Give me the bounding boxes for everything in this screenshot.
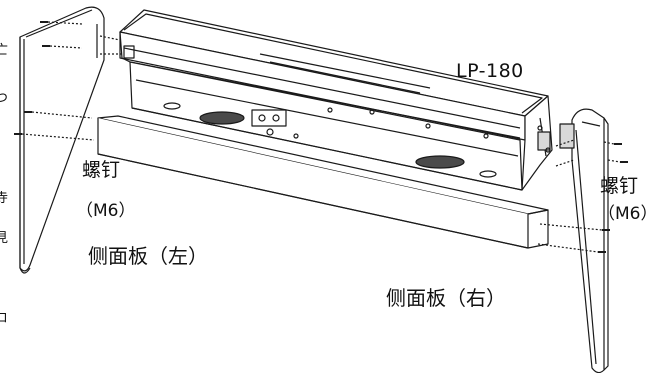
edge-text-fragment: 寺 [0, 191, 9, 206]
screw-icon [40, 21, 83, 25]
left-speaker-grille [199, 111, 245, 125]
edge-text-fragment: 亡 [0, 43, 9, 58]
left-screws [14, 21, 122, 141]
screw-icon [24, 111, 93, 119]
screw-left-size: （M6） [76, 201, 136, 221]
model-label: LP-180 [456, 60, 524, 82]
screw-icon [603, 141, 622, 145]
screw-left-label: 螺钉 [82, 159, 121, 181]
screw-icon [539, 223, 610, 231]
edge-text-fragment: つ [0, 91, 9, 106]
edge-text-fragment: 見 [0, 231, 9, 246]
edge-text-fragment: コ [0, 311, 9, 326]
piano-body [119, 9, 553, 191]
screw-icon [607, 159, 628, 163]
right-speaker-grille [415, 155, 465, 169]
front-board [97, 115, 549, 249]
screw-icon [14, 133, 95, 141]
screw-right-size: （M6） [598, 204, 653, 224]
panel-right-label: 侧面板（右） [386, 286, 506, 310]
left-side-panel [19, 6, 105, 274]
right-screws [537, 139, 628, 253]
screw-icon [537, 243, 606, 253]
right-side-panel [559, 108, 609, 374]
screw-right-label: 螺钉 [600, 175, 639, 197]
screw-icon [42, 45, 83, 49]
panel-left-label: 侧面板（左） [88, 244, 208, 268]
